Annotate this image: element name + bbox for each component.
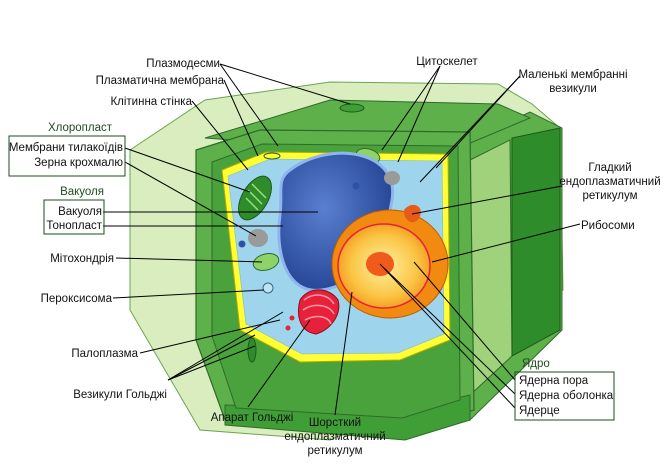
label-peroxisome: Пероксисома xyxy=(41,293,113,305)
golgi-vesicle xyxy=(289,315,295,321)
label-plasmodesmata: Плазмодесми xyxy=(146,58,220,70)
golgi-stack xyxy=(302,294,335,325)
vacuole-group-box xyxy=(43,199,105,235)
label-golgi-vesicles: Везикули Гольджі xyxy=(73,389,167,401)
plasmodesma xyxy=(339,103,365,113)
label-starch-grain: Зерна крохмалю xyxy=(34,157,123,169)
golgi-vesicle xyxy=(285,325,291,331)
chloroplast-small xyxy=(252,253,280,271)
small-vesicle xyxy=(352,182,360,190)
label-cytoskeleton: Цитоскелет xyxy=(416,56,478,68)
label-vacuole: Вакуоля xyxy=(58,206,102,218)
label-cell-wall: Клітинна стінка xyxy=(110,96,192,108)
label-smooth-er-line2: ендоплазматичний xyxy=(559,176,660,188)
leader-lines-right xyxy=(379,65,581,409)
label-tonoplast: Тонопласт xyxy=(46,220,102,232)
label-rough-er-line2: ендоплазматичний xyxy=(284,431,385,443)
thylakoid-membrane xyxy=(245,183,267,211)
label-chloroplast-group: Хлоропласт xyxy=(48,122,113,134)
chloroplast-group-box xyxy=(8,135,126,177)
chloroplast-lower xyxy=(247,337,257,363)
label-thylakoid-membrane: Мембрани тилакоїдів xyxy=(9,142,123,154)
label-golgi-apparatus: Апарат Гольджі xyxy=(211,412,294,424)
label-nuclear-envelope: Ядерна оболонка xyxy=(519,390,614,402)
cell-wall-right-dark xyxy=(511,127,561,357)
label-cytoplasm: Палоплазма xyxy=(71,348,138,360)
starch-grain xyxy=(248,229,268,247)
leader-lines xyxy=(103,63,353,416)
label-plasma-membrane: Плазматична мембрана xyxy=(96,75,225,87)
vesicle-grey xyxy=(384,171,400,185)
label-small-vesicles-line1: Маленькі мембранні xyxy=(518,69,627,81)
label-smooth-er-line3: ретикулум xyxy=(583,190,638,202)
label-nucleolus: Ядерце xyxy=(519,405,560,417)
small-vesicle xyxy=(238,240,246,248)
label-small-vesicles-line2: везикули xyxy=(549,83,597,95)
peroxisome xyxy=(262,282,274,294)
label-smooth-er-line1: Гладкий xyxy=(588,162,631,174)
nucleus-group-box xyxy=(514,371,615,421)
label-rough-er-line1: Шорсткий xyxy=(309,417,361,429)
label-nucleus-group: Ядро xyxy=(522,358,550,370)
label-mitochondrion: Мітохондрія xyxy=(50,253,114,265)
label-vacuole-group: Вакуоля xyxy=(60,186,104,198)
label-rough-er-line3: ретикулум xyxy=(308,445,363,457)
plasmodesma xyxy=(263,152,281,160)
golgi-apparatus xyxy=(298,289,340,335)
label-nuclear-pore: Ядерна пора xyxy=(519,375,589,387)
label-ribosomes: Рибосоми xyxy=(581,220,635,232)
